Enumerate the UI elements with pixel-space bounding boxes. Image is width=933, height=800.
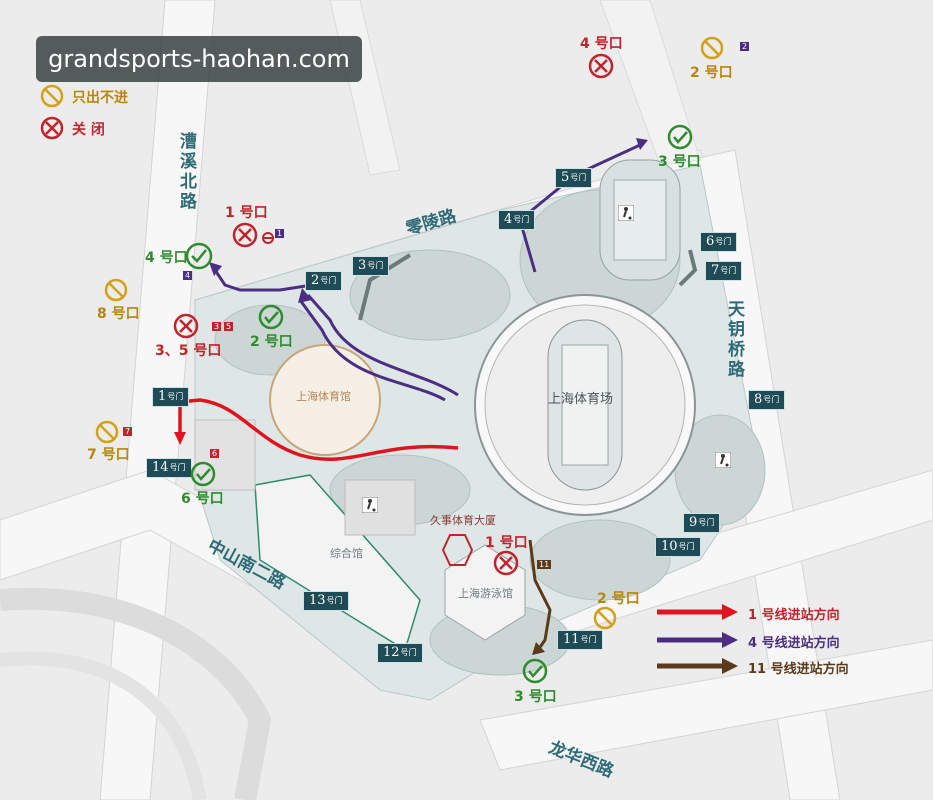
check-circle-icon (185, 242, 213, 274)
metro-exit-4-label: 4 号口 (145, 250, 188, 266)
line-badge-2: 2 (740, 42, 750, 51)
no-entry-circle-icon (593, 606, 617, 634)
x-circle-icon (232, 222, 258, 252)
line-badge-7: 7 (123, 427, 133, 436)
gate-9: 9号门 (683, 513, 721, 533)
soccer-player-icon (714, 451, 732, 472)
metro-exit-2-top-label: 2 号口 (690, 65, 733, 81)
x-circle-icon (40, 116, 64, 144)
metro-exit-4-top-label: 4 号口 (580, 36, 623, 52)
check-circle-icon (667, 124, 693, 154)
soccer-player-icon (361, 496, 379, 517)
metro-logo-icon (262, 229, 274, 248)
gate-13: 13号门 (303, 591, 349, 611)
watermark-banner: grandsports-haohan.com (36, 36, 362, 82)
gate-3: 3号门 (352, 256, 390, 276)
legend-exit-only-label: 只出不进 (72, 90, 128, 106)
gate-12: 12号门 (377, 643, 423, 663)
venue-natatorium: 上海游泳馆 (458, 587, 513, 600)
gate-1: 1号门 (152, 387, 190, 407)
metro-exit-3-top-label: 3 号口 (658, 154, 701, 170)
gate-7: 7号门 (705, 261, 743, 281)
soccer-player-icon (617, 204, 635, 225)
no-entry-circle-icon (700, 36, 724, 64)
venue-stadium: 上海体育场 (548, 392, 614, 407)
road-tianyao-bridge: 天钥桥路 (728, 300, 745, 380)
metro-exit-3-bottom-label: 3 号口 (514, 689, 557, 705)
line-badge-5: 5 (224, 322, 234, 331)
venue-complex: 综合馆 (330, 547, 363, 560)
legend-closed-label: 关 闭 (72, 122, 105, 138)
x-circle-icon (588, 53, 614, 83)
legend-line4-direction: 4 号线进站方向 (748, 636, 840, 651)
line-badge-6: 6 (210, 449, 220, 458)
gate-5: 5号门 (555, 168, 593, 188)
gate-14: 14号门 (146, 458, 192, 478)
gate-4: 4号门 (498, 210, 536, 230)
road-caoxi-north: 漕溪北路 (180, 132, 197, 212)
metro-exit-2-left-label: 2 号口 (250, 334, 293, 350)
metro-exit-1-bottom-label: 1 号口 (485, 535, 528, 551)
metro-exit-3-5-label: 3、5 号口 (155, 343, 222, 359)
metro-exit-2-bottom-label: 2 号口 (597, 591, 640, 607)
legend-line1-direction: 1 号线进站方向 (748, 608, 840, 623)
line-badge-3: 3 (212, 322, 222, 331)
gate-8: 8号门 (748, 390, 786, 410)
metro-exit-1-top-label: 1 号口 (225, 205, 268, 221)
gate-6: 6号门 (700, 232, 738, 252)
line-badge-4: 4 (183, 271, 193, 280)
gate-10: 10号门 (655, 537, 701, 557)
check-circle-icon (522, 658, 548, 688)
gate-11: 11号门 (557, 630, 603, 650)
metro-exit-8-label: 8 号口 (97, 306, 140, 322)
metro-exit-6-label: 6 号口 (181, 491, 224, 507)
no-entry-circle-icon (40, 84, 64, 112)
venue-jiushi-building: 久事体育大厦 (430, 514, 496, 527)
check-circle-icon (258, 304, 284, 334)
gate-2: 2号门 (305, 271, 343, 291)
x-circle-icon (493, 550, 519, 580)
check-circle-icon (190, 461, 216, 491)
no-entry-circle-icon (95, 420, 119, 448)
x-circle-icon (173, 313, 199, 343)
metro-exit-7-label: 7 号口 (87, 447, 130, 463)
line-badge-11: 11 (537, 560, 552, 569)
line-badge-1: 1 (275, 229, 285, 238)
venue-gymnasium: 上海体育馆 (296, 390, 351, 403)
no-entry-circle-icon (104, 278, 128, 306)
legend-line11-direction: 11 号线进站方向 (748, 662, 849, 677)
